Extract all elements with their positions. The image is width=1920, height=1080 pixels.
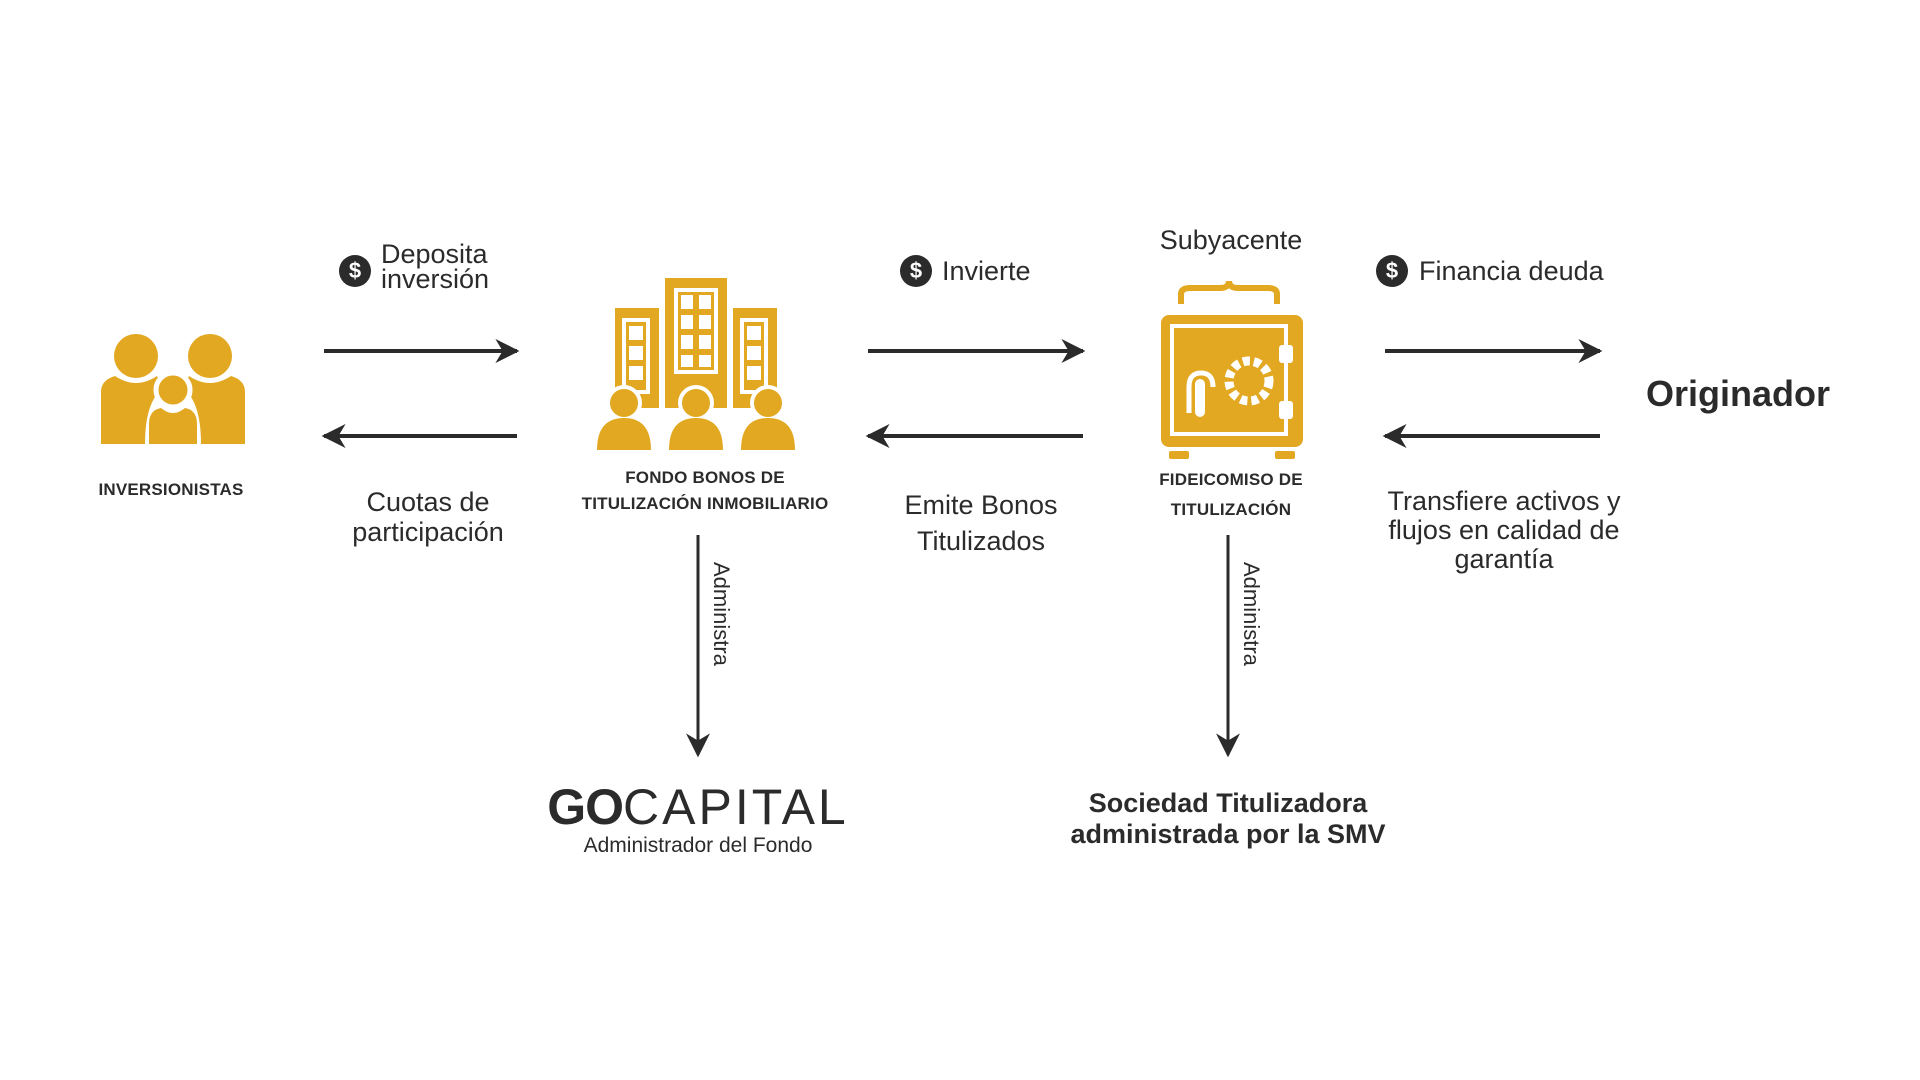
sociedad-label: Sociedad Titulizadora administrada por l…	[1070, 788, 1386, 849]
brace-icon	[1178, 280, 1280, 304]
transfer-label: Transfiere activos y flujos en calidad d…	[1387, 486, 1621, 574]
deposit-label: Deposita inversión	[381, 239, 490, 294]
quotas-label: Cuotas de participación	[352, 487, 504, 547]
invest-label: Invierte	[942, 256, 1031, 286]
investors-label: INVERSIONISTAS	[98, 480, 244, 499]
underlying-label: Subyacente	[1159, 225, 1303, 255]
dollar-icon: $	[339, 255, 371, 287]
trust-admin-label: Administra	[1239, 562, 1264, 666]
gocapital-logo: GOCAPITAL	[547, 779, 849, 835]
safe-icon	[1161, 315, 1303, 459]
dollar-icon: $	[900, 255, 932, 287]
buildings-people-icon	[597, 278, 795, 450]
finance-label: Financia deuda	[1419, 256, 1604, 286]
fund-label: FONDO BONOS DE TITULIZACIÓN INMOBILIARIO	[581, 468, 829, 513]
fund-admin-label: Administra	[709, 562, 734, 666]
bonds-label: Emite Bonos Titulizados	[904, 490, 1058, 556]
family-icon	[101, 334, 245, 444]
gocapital-subtitle: Administrador del Fondo	[583, 834, 813, 857]
trust-label: FIDEICOMISO DE TITULIZACIÓN	[1159, 470, 1303, 519]
dollar-icon: $	[1376, 255, 1408, 287]
originator-label: Originador	[1646, 373, 1831, 414]
